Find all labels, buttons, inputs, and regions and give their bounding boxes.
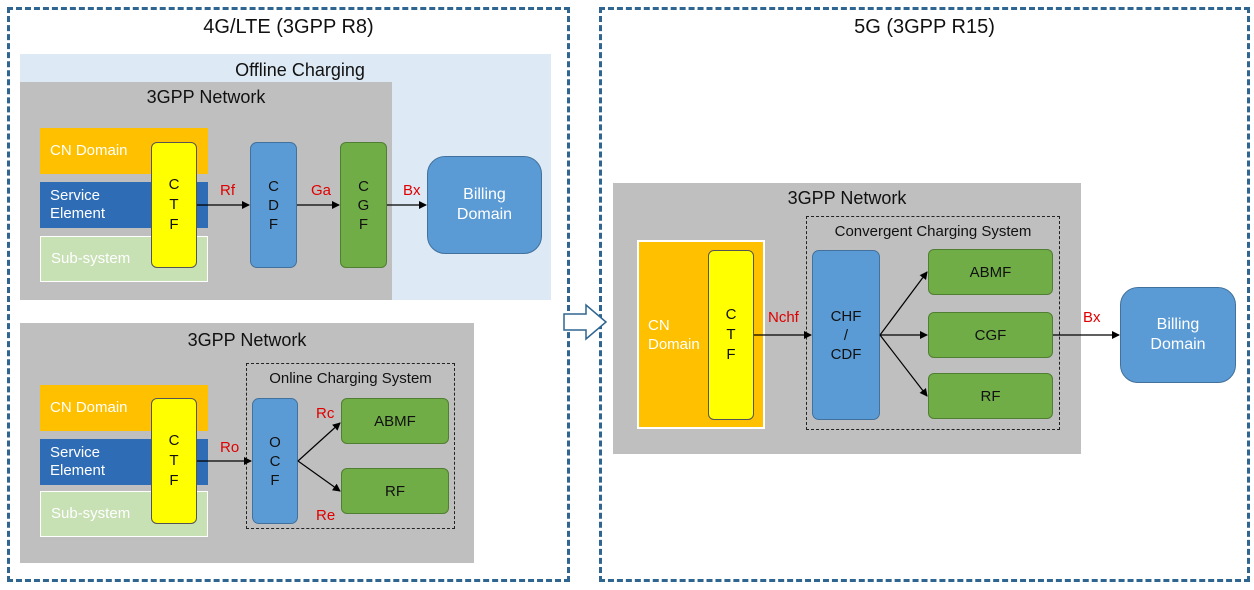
ga-interface-label: Ga (311, 182, 332, 199)
5g-cgf: CGF (928, 312, 1053, 358)
5g-billing-label: Billing Domain (1150, 316, 1206, 353)
offline-charging-title: Offline Charging (235, 60, 365, 80)
re-connector (297, 460, 341, 492)
5g-cn-domain-label: CN Domain (648, 317, 700, 353)
offline-cdf-label: C D F (268, 177, 279, 233)
5g-panel-title: 5G (3GPP R15) (854, 16, 995, 38)
convergent-system-title: Convergent Charging System (834, 223, 1032, 240)
ro-interface-label: Ro (220, 439, 240, 456)
offline-cn-domain-label: CN Domain (50, 142, 128, 159)
bx-interface-label-5g: Bx (1083, 309, 1101, 326)
offline-billing-domain: Billing Domain (427, 156, 542, 254)
rc-interface-label: Rc (316, 405, 335, 422)
online-ocf-label: O C F (269, 433, 281, 489)
rc-connector (297, 422, 341, 462)
online-sub-system-label: Sub-system (51, 505, 131, 522)
convergent-charging-system (806, 216, 1060, 430)
nchf-interface-label: Nchf (768, 309, 799, 326)
offline-billing-label: Billing Domain (456, 186, 513, 223)
online-rf: RF (341, 468, 449, 514)
online-service-element-label: Service Element (50, 444, 106, 479)
5g-network-title: 3GPP Network (787, 188, 907, 208)
5g-cgf-label: CGF (974, 326, 1007, 344)
re-interface-label: Re (316, 507, 336, 524)
online-system-title: Online Charging System (269, 370, 432, 387)
5g-abmf: ABMF (928, 249, 1053, 295)
5g-panel (599, 7, 1250, 582)
offline-ctf: C T F (151, 142, 197, 268)
online-network-title: 3GPP Network (187, 330, 307, 350)
online-cn-domain-label: CN Domain (50, 399, 128, 416)
5g-rf-label: RF (980, 387, 1001, 405)
hollow-right-arrow-icon (563, 303, 608, 341)
5g-billing-domain: Billing Domain (1120, 287, 1236, 383)
offline-ctf-label: C T F (168, 176, 180, 233)
online-charging-system (246, 363, 455, 529)
offline-cgf: C G F (340, 142, 387, 268)
online-ctf: C T F (151, 398, 197, 524)
offline-network-title: 3GPP Network (146, 87, 266, 107)
5g-ctf-label: C T F (725, 306, 737, 363)
rf-interface-label: Rf (220, 182, 235, 199)
lte-panel (7, 7, 570, 582)
offline-cdf: C D F (250, 142, 297, 268)
offline-sub-system-label: Sub-system (51, 250, 131, 267)
5g-abmf-label: ABMF (969, 263, 1012, 281)
lte-panel-title: 4G/LTE (3GPP R8) (203, 16, 374, 38)
5g-chf-cdf: CHF / CDF (812, 250, 880, 420)
online-ocf: O C F (252, 398, 298, 524)
chf-to-abmf-connector (879, 271, 928, 336)
online-ctf-label: C T F (168, 432, 180, 489)
5g-chf-label: CHF / CDF (830, 307, 862, 363)
online-abmf-label: ABMF (374, 412, 416, 430)
online-abmf: ABMF (341, 398, 449, 444)
5g-rf: RF (928, 373, 1053, 419)
5g-ctf: C T F (708, 250, 754, 420)
bx-interface-label-offline: Bx (403, 182, 421, 199)
online-rf-label: RF (385, 482, 405, 500)
offline-cgf-label: C G F (357, 177, 370, 233)
offline-service-element-label: Service Element (50, 187, 106, 222)
chf-to-rf-connector (879, 334, 928, 397)
